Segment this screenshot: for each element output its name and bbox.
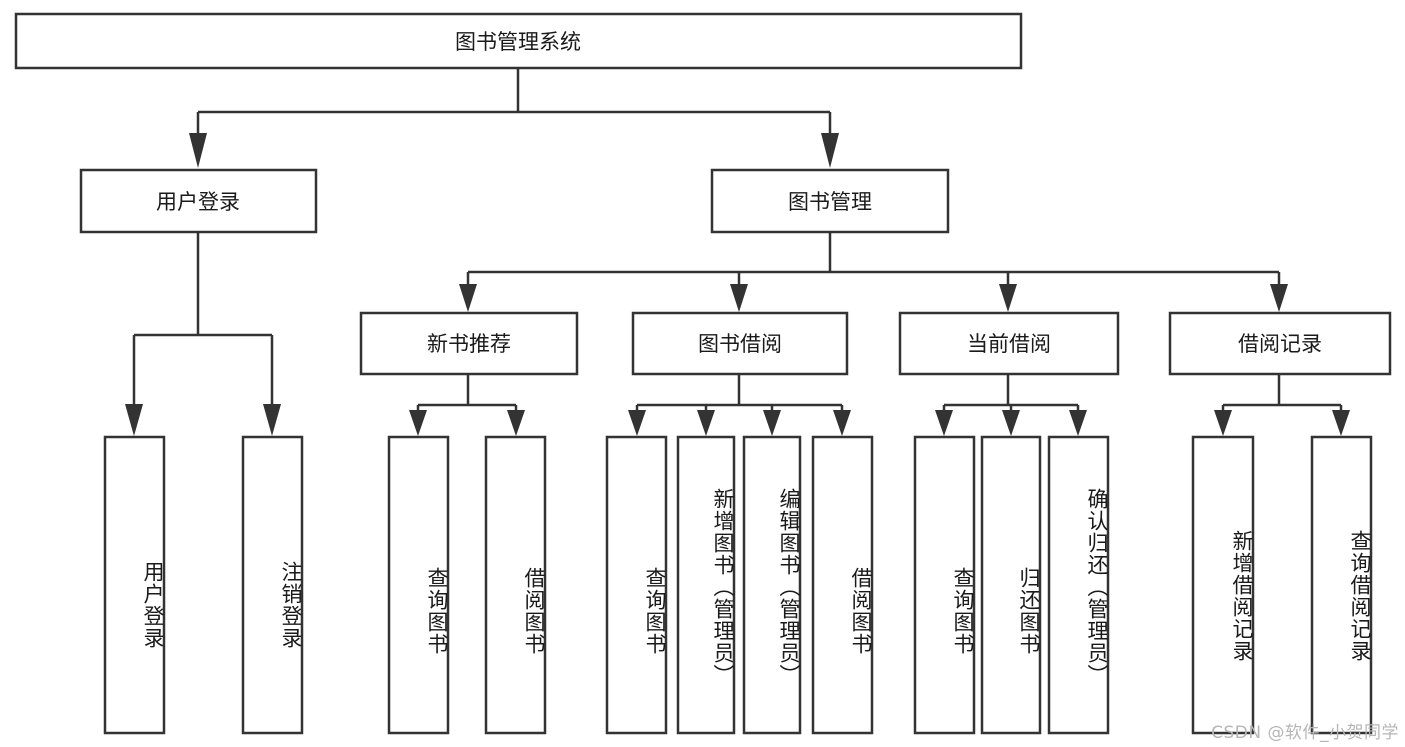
node-leaf-confirm-return-admin-box[interactable]: [1047, 435, 1110, 735]
arrow-nbr-l1-icon: [409, 410, 427, 436]
node-root-label: 图书管理系统: [455, 30, 581, 54]
node-leaf-borrow-book-1-label: 借阅图书: [522, 567, 546, 655]
node-leaf-query-book-3-label: 查询图书: [951, 567, 975, 655]
connector-group-book-borrow: [628, 374, 851, 436]
node-leaf-query-record-box[interactable]: [1310, 435, 1373, 735]
arrow-bm-c4-icon: [1270, 284, 1288, 312]
node-borrow-record-box[interactable]: [1168, 311, 1392, 376]
node-leaf-query-book-1-box[interactable]: [387, 435, 450, 735]
node-leaf-add-book-admin-box[interactable]: [676, 435, 736, 735]
arrow-bb-l4-icon: [833, 410, 851, 436]
node-book-borrow-label: 图书借阅: [698, 332, 782, 356]
arrow-bm-c1-icon: [459, 284, 477, 312]
node-book-borrow-box[interactable]: [631, 311, 849, 376]
node-leaf-return-book-label: 归还图书: [1017, 567, 1041, 655]
arrow-user-login-l1-icon: [125, 404, 143, 436]
node-leaf-user-login-label: 用户登录: [141, 561, 165, 649]
node-leaf-logout-box[interactable]: [241, 435, 304, 735]
arrow-bb-l2-icon: [697, 410, 715, 436]
arrow-br-l2-icon: [1332, 410, 1350, 436]
node-book-manage-label: 图书管理: [788, 190, 872, 214]
node-leaf-query-book-3-box[interactable]: [913, 435, 976, 735]
arrow-root-to-book-manage-icon: [821, 133, 839, 168]
node-current-borrow-label: 当前借阅: [967, 332, 1051, 356]
node-leaf-borrow-book-1-box[interactable]: [484, 435, 547, 735]
arrow-root-to-user-login-icon: [189, 133, 207, 168]
node-leaf-edit-book-admin-box[interactable]: [742, 435, 802, 735]
node-borrow-record-label: 借阅记录: [1238, 332, 1322, 356]
arrow-nbr-l2-icon: [507, 410, 525, 436]
arrow-user-login-l2-icon: [263, 404, 281, 436]
node-leaf-confirm-return-admin-label: 确认归还（管理员）: [1085, 488, 1109, 686]
connector-group-new-book-rec: [409, 374, 525, 436]
node-new-book-rec-label: 新书推荐: [427, 332, 511, 356]
node-leaf-query-book-2-label: 查询图书: [643, 567, 667, 655]
arrow-cb-l3-icon: [1069, 410, 1087, 436]
node-book-manage-box[interactable]: [710, 168, 950, 234]
node-new-book-rec-box[interactable]: [359, 311, 579, 376]
arrow-bm-c3-icon: [999, 284, 1017, 312]
connector-group-book-manage: [459, 232, 1288, 312]
connector-group-user-login: [125, 232, 281, 436]
node-leaf-return-book-box[interactable]: [980, 435, 1042, 735]
node-leaf-user-login-box[interactable]: [103, 435, 166, 735]
node-leaf-edit-book-admin-label: 编辑图书（管理员）: [777, 488, 801, 686]
node-leaf-borrow-book-2-label: 借阅图书: [849, 567, 873, 655]
node-current-borrow-box[interactable]: [898, 311, 1120, 376]
node-leaf-add-record-label: 新增借阅记录: [1230, 530, 1254, 662]
connector-group-current-borrow: [935, 374, 1087, 436]
node-leaf-add-book-admin-label: 新增图书（管理员）: [711, 488, 735, 686]
node-leaf-query-book-1-label: 查询图书: [425, 567, 449, 655]
node-leaf-query-book-2-box[interactable]: [605, 435, 668, 735]
arrow-cb-l2-icon: [1002, 410, 1020, 436]
node-leaf-query-record-label: 查询借阅记录: [1348, 530, 1372, 662]
arrow-cb-l1-icon: [935, 410, 953, 436]
arrow-bm-c2-icon: [730, 284, 748, 312]
arrow-bb-l3-icon: [763, 410, 781, 436]
node-user-login-box[interactable]: [79, 168, 318, 234]
node-leaf-borrow-book-2-box[interactable]: [811, 435, 874, 735]
node-leaf-add-record-box[interactable]: [1191, 435, 1255, 735]
connector-group-borrow-record: [1214, 374, 1350, 436]
arrow-bb-l1-icon: [628, 410, 646, 436]
arrow-br-l1-icon: [1214, 410, 1232, 436]
watermark-text: CSDN @软件_小贺同学: [1211, 723, 1399, 743]
node-root-box[interactable]: [14, 12, 1023, 70]
connector-group-root: [189, 68, 839, 168]
node-user-login-label: 用户登录: [156, 190, 240, 214]
node-leaf-logout-label: 注销登录: [279, 561, 303, 649]
